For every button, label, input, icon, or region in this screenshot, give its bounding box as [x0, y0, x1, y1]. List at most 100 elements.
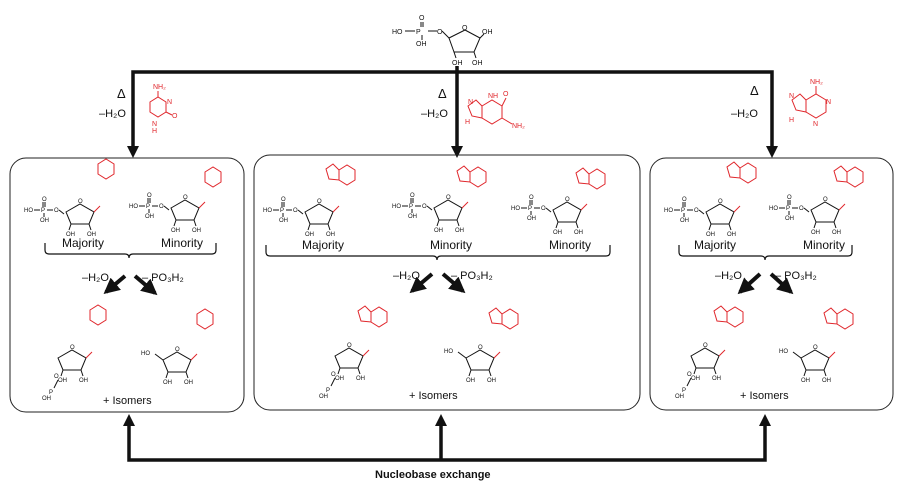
- arrowhead: [435, 414, 447, 426]
- bond: [468, 369, 472, 377]
- atom-label: P: [409, 204, 413, 210]
- ring: [357, 305, 372, 323]
- atom-label: O: [293, 208, 298, 214]
- bond: [327, 223, 331, 231]
- dehydration-label: –H₂O: [99, 108, 126, 120]
- bond: [698, 209, 705, 215]
- atom-label: OH: [455, 228, 464, 234]
- ring: [465, 349, 495, 371]
- ring: [501, 308, 519, 330]
- minority-label: Minority: [803, 238, 845, 252]
- atom-label: N: [826, 99, 831, 106]
- ring: [433, 199, 463, 221]
- atom-label: OH: [832, 230, 841, 236]
- bond: [53, 379, 59, 389]
- bond: [93, 205, 101, 213]
- bond: [792, 351, 802, 359]
- atom-label: O: [446, 195, 451, 201]
- atom-label: O: [541, 206, 546, 212]
- bond: [693, 367, 697, 375]
- atom-label: OH: [466, 378, 475, 384]
- atom-label: O: [694, 208, 699, 214]
- atom-label: OH: [356, 376, 365, 382]
- ring: [456, 165, 471, 183]
- bond: [718, 349, 726, 357]
- bond: [833, 221, 837, 229]
- atom-label: O: [823, 197, 828, 203]
- bond: [580, 203, 588, 211]
- atom-label: NH: [488, 93, 498, 100]
- dehydration-label: –H₂O: [421, 108, 448, 120]
- ring: [469, 166, 487, 188]
- ring: [810, 201, 840, 223]
- atom-label: HO: [511, 206, 520, 212]
- bond: [426, 205, 433, 211]
- atom-label: O: [703, 343, 708, 349]
- ring: [575, 167, 590, 185]
- heat-symbol: Δ: [750, 83, 759, 98]
- bond: [803, 369, 807, 377]
- atom-label: H: [789, 117, 794, 124]
- ring: [370, 306, 388, 328]
- atom-label: OH: [416, 41, 427, 48]
- reaction-conditions: Δ –H₂O Δ –H₂O Δ –H₂O: [99, 83, 759, 120]
- cytosine-panel: [9, 157, 245, 413]
- arrowhead: [766, 146, 778, 158]
- atom-label: OH: [706, 232, 715, 238]
- dehydration-label: –H₂O: [731, 108, 758, 120]
- bond: [297, 209, 304, 215]
- bond: [337, 367, 341, 375]
- bond: [154, 353, 164, 361]
- atom-label: HO: [129, 204, 138, 210]
- atom-label: O: [172, 113, 178, 120]
- dehydration-step-label: –H₂O: [715, 270, 742, 282]
- ring: [800, 349, 830, 371]
- atom-label: O: [331, 372, 336, 378]
- ring: [325, 163, 340, 181]
- bond: [58, 209, 65, 215]
- bond: [457, 351, 467, 359]
- atom-label: P: [326, 388, 330, 394]
- bond: [85, 351, 93, 359]
- atom-label: HO: [392, 29, 403, 36]
- atom-label: OH: [319, 394, 328, 400]
- product-braces: [44, 243, 853, 261]
- atom-label: O: [54, 374, 59, 380]
- bond: [88, 223, 92, 231]
- atom-label: OH: [452, 60, 463, 67]
- atom-label: HO: [24, 208, 33, 214]
- atom-label: OH: [145, 214, 154, 220]
- atom-label: HO: [664, 208, 673, 214]
- atom-label: OH: [785, 216, 794, 222]
- bond: [813, 221, 817, 229]
- atom-label: OH: [408, 214, 417, 220]
- atom-label: OH: [811, 230, 820, 236]
- atom-label: P: [681, 208, 685, 214]
- ring: [97, 158, 115, 180]
- atom-label: O: [183, 195, 188, 201]
- adenine-reagent: [791, 86, 827, 119]
- atom-label: N: [468, 99, 473, 106]
- atom-label: OH: [712, 376, 721, 382]
- ring: [334, 347, 364, 369]
- atom-label: O: [317, 199, 322, 205]
- atom-label: OH: [335, 376, 344, 382]
- atom-label: O: [787, 195, 792, 201]
- bond: [545, 207, 552, 213]
- product-labels: Majority Minority Majority Minority Mino…: [62, 236, 845, 252]
- bond: [165, 371, 169, 379]
- atom-label: OH: [574, 230, 583, 236]
- heat-symbol: Δ: [438, 86, 447, 101]
- atom-label: HO: [263, 208, 272, 214]
- atom-label: OH: [58, 378, 67, 384]
- heat-symbol: Δ: [117, 86, 126, 101]
